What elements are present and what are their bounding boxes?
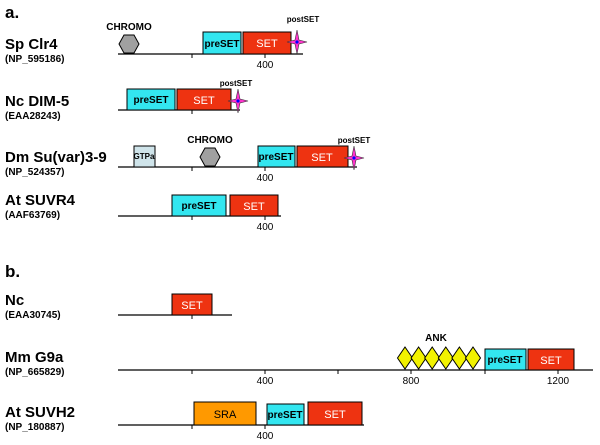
protein-name: At SUVH2 (5, 404, 75, 421)
set-domain (527, 348, 575, 371)
ank-repeat-diamond (424, 346, 441, 370)
protein-sp-clr4: Sp Clr4 (NP_595186) 400 CHROMO preSET SE… (5, 15, 319, 71)
chromo-domain-icon (118, 34, 140, 54)
protein-accession: (NP_665829) (5, 367, 64, 378)
preset-label: preSET (258, 152, 293, 163)
preset-domain (257, 145, 296, 168)
protein-accession: (NP_595186) (5, 54, 64, 65)
preset-label: preSET (204, 39, 239, 50)
set-label: SET (193, 95, 215, 107)
tick-label: 400 (257, 431, 274, 442)
preset-label: preSET (267, 410, 302, 421)
set-label: SET (181, 300, 203, 312)
protein-name: Dm Su(var)3-9 (5, 149, 107, 166)
gtpase-domain (133, 145, 156, 168)
chromo-label: CHROMO (106, 22, 152, 33)
preset-domain (202, 31, 242, 55)
postset-center-dot (295, 40, 299, 44)
tick-label: 400 (257, 376, 274, 387)
preset-label: preSET (487, 355, 522, 366)
tick-label: 1200 (547, 376, 570, 387)
protein-name: Nc DIM-5 (5, 93, 69, 110)
protein-mm-g9a: Mm G9a (NP_665829) 400 800 1200 ANK preS… (5, 333, 593, 387)
set-domain (171, 293, 213, 316)
panel-a-label: a. (5, 3, 19, 22)
gtpase-label: GTPa (134, 152, 155, 161)
preset-label: preSET (181, 201, 216, 212)
chromo-label: CHROMO (187, 135, 233, 146)
ank-label: ANK (425, 333, 447, 344)
preset-label: preSET (133, 95, 168, 106)
ank-repeat-diamond (437, 346, 454, 370)
protein-name: Sp Clr4 (5, 36, 58, 53)
preset-domain (171, 194, 227, 217)
postset-label: postSET (287, 15, 320, 24)
preset-domain (484, 348, 527, 371)
set-label: SET (243, 201, 265, 213)
protein-name: At SUVR4 (5, 192, 76, 209)
set-domain (176, 88, 232, 111)
postset-center-dot (236, 99, 240, 103)
set-label: SET (311, 152, 333, 164)
protein-nc-dim5: Nc DIM-5 (EAA28243) preSET SET postSET (5, 79, 252, 122)
protein-accession: (EAA30745) (5, 310, 61, 321)
set-label: SET (256, 38, 278, 50)
ank-repeats (396, 346, 482, 370)
protein-accession: (NP_524357) (5, 167, 64, 178)
protein-dm-suvar3-9: Dm Su(var)3-9 (NP_524357) 400 GTPa CHROM… (5, 135, 370, 184)
tick-label: 800 (403, 376, 420, 387)
ank-repeat-diamond (451, 346, 468, 370)
set-domain (229, 194, 279, 217)
panel-b-label: b. (5, 262, 20, 281)
set-label: SET (324, 409, 346, 421)
postset-label: postSET (220, 79, 253, 88)
sra-domain (193, 401, 257, 426)
set-label: SET (540, 355, 562, 367)
tick-label: 400 (257, 222, 274, 233)
protein-at-suvh2: At SUVH2 (NP_180887) 400 SRA preSET SET (5, 401, 364, 442)
ank-repeat-diamond (396, 346, 414, 370)
protein-at-suvr4: At SUVR4 (AAF63769) 400 preSET SET (5, 192, 281, 233)
protein-name: Nc (5, 292, 24, 309)
protein-accession: (EAA28243) (5, 111, 61, 122)
preset-domain (266, 403, 305, 426)
ank-repeat-diamond (464, 346, 482, 370)
ank-repeat-diamond (410, 346, 427, 370)
tick-label: 400 (257, 60, 274, 71)
protein-accession: (AAF63769) (5, 210, 60, 221)
set-domain (296, 145, 349, 168)
protein-nc: Nc (EAA30745) SET (5, 292, 232, 321)
set-domain (307, 401, 363, 426)
protein-accession: (NP_180887) (5, 422, 64, 433)
tick-label: 400 (257, 173, 274, 184)
preset-domain (126, 88, 176, 111)
protein-name: Mm G9a (5, 349, 64, 366)
sra-label: SRA (214, 409, 237, 421)
postset-label: postSET (338, 136, 371, 145)
postset-center-dot (352, 156, 356, 160)
chromo-domain-icon (199, 147, 221, 167)
